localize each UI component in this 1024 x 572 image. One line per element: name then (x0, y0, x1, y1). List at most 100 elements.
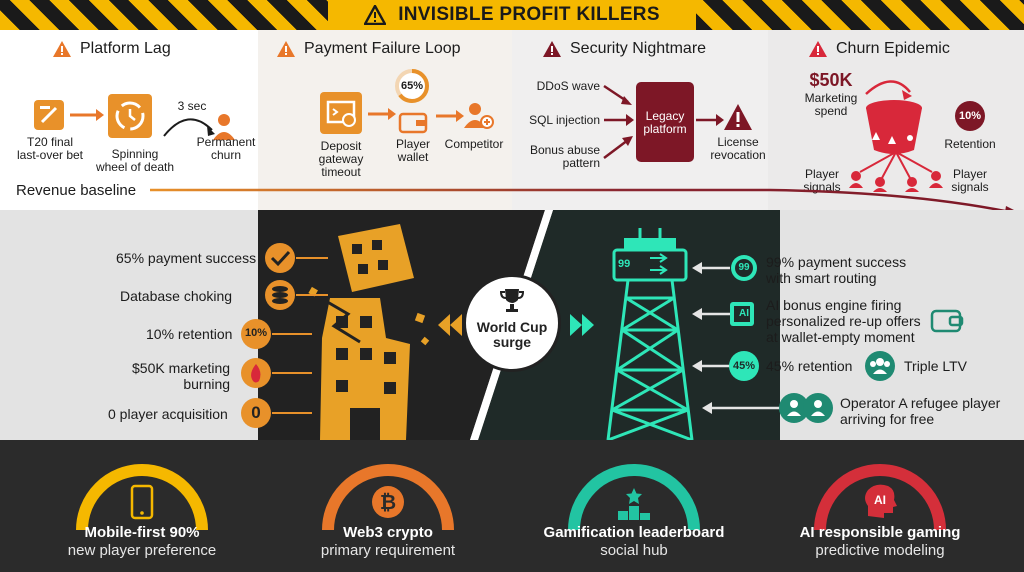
bitcoin-icon: ₿ (372, 486, 404, 518)
trophy-icon (499, 289, 525, 312)
person-icon (213, 114, 235, 140)
arrow-icon (70, 109, 104, 121)
panel-title-churn: Churn Epidemic (808, 40, 950, 58)
panel-title-payment-failure: Payment Failure Loop (276, 40, 461, 58)
bottom-card-title: Gamification leaderboard (543, 524, 725, 541)
right-metric-arrows (692, 255, 780, 414)
bottom-card-subtitle: primary requirement (320, 542, 456, 559)
left-metric-label: 65% payment success (116, 250, 257, 266)
threat-bonus-abuse: Bonus abuse pattern (529, 143, 600, 170)
gauge-arc (76, 464, 208, 531)
warning-icon (277, 41, 295, 57)
left-metric-label: Database choking (120, 288, 233, 304)
arrow-icon (368, 108, 396, 120)
delay-label: 3 sec (177, 99, 207, 113)
panel-payment-failure: Payment Failure Loop Deposit gateway tim… (258, 30, 512, 210)
threat-arrows (603, 84, 634, 159)
bottom-card-subtitle: predictive modeling (815, 542, 945, 559)
panel-security: Security Nightmare DDoS wave SQL injecti… (512, 30, 768, 210)
payment-badge-text: 99 (738, 262, 750, 273)
right-metric-label: Triple LTV (904, 358, 968, 374)
tower-display: 99 (618, 258, 631, 270)
percent-value: 65% (400, 80, 424, 92)
retention-badge (955, 101, 985, 131)
bet-label: T20 final last-over bet (16, 135, 84, 162)
bet-slip-icon (34, 100, 64, 130)
bottom-card-ai: AI AI responsible gaming predictive mode… (752, 440, 1008, 572)
retention45-badge-text: 45% (732, 360, 756, 372)
left-metric-label: 0 player acquisition (108, 406, 228, 422)
leaking-bucket-icon (865, 80, 922, 154)
group-icon (865, 351, 895, 381)
gateway-terminal-icon (320, 92, 362, 134)
bottom-card-subtitle: social hub (600, 542, 668, 559)
panel-title-security: Security Nightmare (542, 40, 706, 58)
curved-arrow-icon (163, 118, 215, 137)
warning-icon (543, 41, 561, 57)
churn-label: Permanent churn (196, 135, 256, 162)
license-warning-icon (724, 104, 752, 130)
crumbling-building-icon (308, 224, 430, 440)
retention-value: 10% (958, 110, 982, 122)
spend-label: Marketing spend (804, 91, 858, 118)
wheel-label: Spinning wheel of death (95, 147, 175, 174)
wallet-icon (398, 112, 428, 134)
gauge-arc (814, 464, 946, 531)
spinning-wheel-icon (108, 94, 152, 138)
panel-title-platform-lag: Platform Lag (52, 40, 171, 58)
warning-icon (364, 5, 387, 25)
bottom-card-gamification: Gamification leaderboard social hub (506, 440, 762, 572)
competitor-label: Competitor (444, 137, 504, 151)
left-metric-badges (241, 243, 328, 428)
warning-icon (809, 41, 827, 57)
right-metric-label: Operator A refugee player arriving for f… (840, 395, 1001, 427)
bottom-card-title: Web3 crypto (343, 524, 433, 541)
retention-label: Retention (944, 137, 996, 151)
mobile-phone-icon (130, 484, 154, 520)
player-signals-icon (849, 151, 943, 192)
bottom-card-subtitle: new player preference (67, 542, 217, 559)
threat-ddos: DDoS wave (536, 79, 600, 93)
signals-left-label: Player signals (803, 167, 841, 194)
ai-head-icon: AI (865, 484, 897, 518)
warning-icon (53, 41, 71, 57)
license-label: License revocation (710, 135, 766, 162)
competitor-icon (464, 103, 494, 129)
acquisition-badge-text: 0 (251, 403, 261, 422)
gauge-arc (568, 464, 700, 531)
signals-right-label: Player signals (951, 167, 989, 194)
center-chevrons (438, 314, 594, 336)
left-metric-label: 10% retention (146, 326, 233, 342)
ai-badge-text: AI (739, 308, 749, 319)
top-banner: INVISIBLE PROFIT KILLERS (0, 0, 1024, 30)
arrow-icon (436, 110, 464, 122)
spend-value: $50K (809, 70, 853, 90)
legacy-label: Legacy platform (643, 109, 687, 136)
svg-text:₿: ₿ (380, 492, 396, 514)
network-tower-icon (606, 228, 694, 440)
world-cup-label: World Cup surge (476, 319, 548, 350)
panel-churn: Churn Epidemic $50K Marketing spend 10% … (768, 30, 1024, 210)
threat-sql: SQL injection (529, 113, 600, 127)
percent-ring (395, 69, 429, 103)
banner-title-plate: INVISIBLE PROFIT KILLERS (328, 0, 696, 30)
revenue-label: Revenue baseline (16, 182, 137, 199)
bottom-card-title: Mobile-first 90% (84, 524, 200, 541)
bottom-card-web3: ₿ Web3 crypto primary requirement (260, 440, 516, 572)
wallet-icon (930, 309, 964, 333)
gauge-arc (322, 464, 454, 531)
bottom-card-mobile: Mobile-first 90% new player preference (14, 440, 270, 572)
gateway-label: Deposit gateway timeout (318, 139, 364, 179)
bottom-strip (0, 440, 1024, 572)
leaderboard-icon (618, 488, 650, 520)
legacy-platform-box (636, 82, 694, 162)
svg-text:AI: AI (874, 493, 886, 507)
panel-platform-lag: Platform Lag T20 final last-over bet Spi… (0, 30, 258, 210)
bottom-card-title: AI responsible gaming (799, 524, 961, 541)
arrow-icon (696, 114, 724, 126)
page-title: INVISIBLE PROFIT KILLERS (398, 4, 660, 25)
retention-badge-text: 10% (244, 327, 268, 339)
left-metric-label: $50K marketing burning (132, 360, 231, 392)
wallet-label: Player wallet (395, 137, 430, 164)
right-metric-label: 45% retention (766, 358, 853, 374)
